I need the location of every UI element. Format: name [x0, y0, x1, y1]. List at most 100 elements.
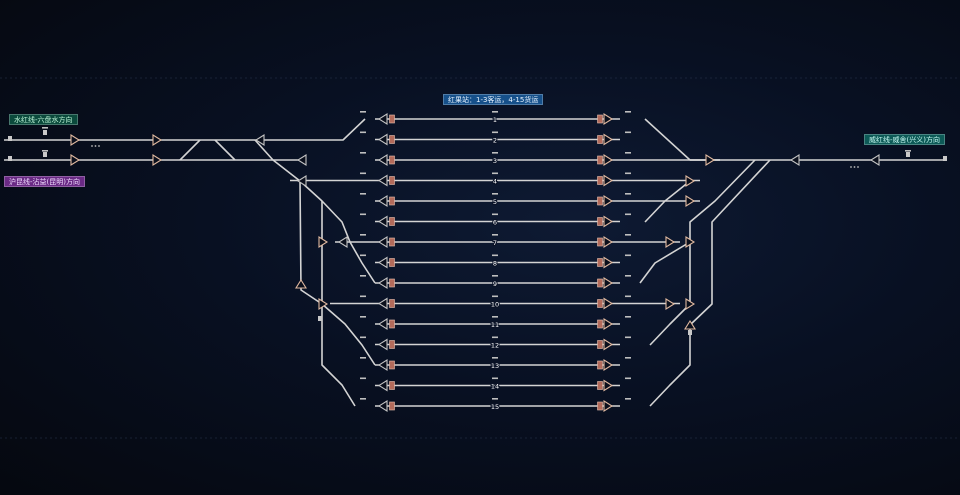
track-number-3[interactable]: 3: [492, 156, 498, 166]
signal-w-lower-3-icon[interactable]: [296, 154, 307, 166]
left-signal-track-8-icon[interactable]: [377, 256, 388, 269]
left-signal-track-3-icon[interactable]: [377, 154, 388, 166]
track-number-marker-1: [492, 111, 498, 113]
right-signal-track-9-icon[interactable]: [603, 277, 614, 289]
line-end-marker-5: [943, 156, 947, 161]
signal-track4-west-icon[interactable]: [296, 175, 307, 187]
right-signal-track-5-icon[interactable]: [603, 195, 614, 207]
right-signal-track-3-icon[interactable]: [603, 154, 614, 166]
signal-ladder-e1-icon[interactable]: [685, 236, 696, 248]
signal-ladder-w2-icon[interactable]: [318, 298, 329, 310]
left-signal-track-10-icon[interactable]: [377, 297, 388, 310]
track-number-marker-4: [492, 172, 498, 175]
right-signal-track-6-icon[interactable]: [603, 215, 614, 228]
signal-ladder-e3-icon[interactable]: [684, 319, 696, 330]
left-signal-track-5-icon[interactable]: [377, 195, 388, 207]
line-end-marker-4: [906, 152, 910, 157]
signal-track5-east-icon[interactable]: [685, 195, 696, 207]
right-joint-track-9-icon: [597, 278, 603, 288]
left-circuit-track-1-icon: [360, 111, 366, 113]
track-number-9[interactable]: 9: [492, 279, 498, 289]
right-signal-track-2-icon[interactable]: [603, 133, 614, 146]
right-signal-track-1-icon[interactable]: [603, 113, 614, 125]
signal-track7-east-icon[interactable]: [665, 236, 676, 248]
left-circuit-track-4-icon: [360, 172, 366, 175]
signal-w-upper-1-icon[interactable]: [70, 134, 81, 146]
signal-track10-east-icon[interactable]: [665, 298, 676, 310]
track-number-10[interactable]: 10: [490, 299, 500, 309]
track-number-15[interactable]: 15: [490, 402, 500, 412]
right-circuit-track-6-icon: [625, 213, 631, 216]
right-signal-track-8-icon[interactable]: [603, 256, 614, 269]
left-circuit-track-10-icon: [360, 295, 366, 298]
signal-e-main-1-icon[interactable]: [705, 154, 716, 166]
track-number-7[interactable]: 7: [492, 238, 498, 248]
right-joint-track-7-icon: [597, 237, 603, 247]
right-signal-track-7-icon[interactable]: [603, 236, 614, 248]
track-number-1[interactable]: 1: [492, 115, 498, 125]
right-signal-track-12-icon[interactable]: [603, 338, 614, 351]
direction-label-northwest[interactable]: 水红线-六盘水方向: [9, 114, 78, 125]
signal-w-upper-2-icon[interactable]: [152, 134, 163, 146]
line-end-marker-3: [8, 156, 12, 161]
left-signal-track-11-icon[interactable]: [377, 318, 388, 330]
left-signal-track-9-icon[interactable]: [377, 277, 388, 289]
west-ladder-b: [299, 180, 376, 366]
track-number-marker-5: [492, 193, 498, 195]
signal-e-main-3-icon[interactable]: [869, 154, 880, 166]
right-signal-track-10-icon[interactable]: [603, 297, 614, 310]
left-joint-track-15-icon: [389, 401, 395, 411]
track-number-2[interactable]: 2: [492, 135, 498, 145]
west-ladder-c: [321, 201, 356, 407]
left-signal-track-12-icon[interactable]: [377, 338, 388, 351]
left-signal-track-4-icon[interactable]: [377, 174, 388, 187]
left-signal-track-15-icon[interactable]: [377, 400, 388, 412]
right-joint-track-8-icon: [597, 258, 603, 267]
track-number-6[interactable]: 6: [492, 217, 498, 227]
right-circuit-track-9-icon: [625, 275, 631, 277]
right-signal-track-15-icon[interactable]: [603, 400, 614, 412]
track-number-5[interactable]: 5: [492, 197, 498, 207]
left-signal-track-2-icon[interactable]: [377, 133, 388, 146]
signal-ladder-w3-icon[interactable]: [295, 278, 307, 289]
track-number-marker-15: [492, 398, 498, 400]
track-number-11[interactable]: 11: [490, 320, 500, 330]
signal-e-main-2-icon[interactable]: [789, 154, 800, 166]
track-number-14[interactable]: 14: [490, 381, 500, 391]
line-end-marker-6: [318, 316, 322, 321]
right-circuit-track-14-icon: [625, 377, 631, 380]
left-signal-track-1-icon[interactable]: [377, 113, 388, 125]
track-number-4[interactable]: 4: [492, 176, 498, 186]
right-signal-track-13-icon[interactable]: [603, 359, 614, 371]
left-signal-track-14-icon[interactable]: [377, 379, 388, 392]
track-number-marker-13: [492, 357, 498, 359]
signal-track7-west-icon[interactable]: [337, 236, 348, 248]
continuation-dots-west: [94, 145, 97, 147]
left-joint-track-6-icon: [389, 217, 395, 226]
track-number-12[interactable]: 12: [490, 340, 500, 350]
right-joint-track-5-icon: [597, 196, 603, 206]
signal-w-upper-3-icon[interactable]: [254, 134, 265, 146]
track-number-13[interactable]: 13: [490, 361, 500, 371]
line-end-marker-1: [43, 130, 47, 135]
left-signal-track-6-icon[interactable]: [377, 215, 388, 228]
track-number-8[interactable]: 8: [492, 258, 498, 268]
signal-track4-east-icon[interactable]: [685, 175, 696, 187]
right-signal-track-4-icon[interactable]: [603, 174, 614, 187]
signal-w-lower-2-icon[interactable]: [152, 154, 163, 166]
left-signal-track-7-icon[interactable]: [377, 236, 388, 248]
direction-label-east[interactable]: 威红线-威舍(兴义)方向: [864, 134, 945, 145]
left-joint-track-10-icon: [389, 299, 395, 308]
continuation-dots-west: [98, 145, 100, 147]
right-signal-track-14-icon[interactable]: [603, 379, 614, 392]
left-circuit-track-7-icon: [360, 234, 366, 236]
signal-w-lower-1-icon[interactable]: [70, 154, 81, 166]
signal-ladder-e2-icon[interactable]: [685, 298, 696, 310]
right-circuit-track-3-icon: [625, 152, 631, 154]
direction-label-southwest[interactable]: 沪昆线-沾益(昆明)方向: [4, 176, 85, 187]
right-signal-track-11-icon[interactable]: [603, 318, 614, 330]
right-circuit-track-13-icon: [625, 357, 631, 359]
left-signal-track-13-icon[interactable]: [377, 359, 388, 371]
west-ladder-a: [272, 159, 376, 284]
signal-ladder-w1-icon[interactable]: [318, 236, 329, 248]
